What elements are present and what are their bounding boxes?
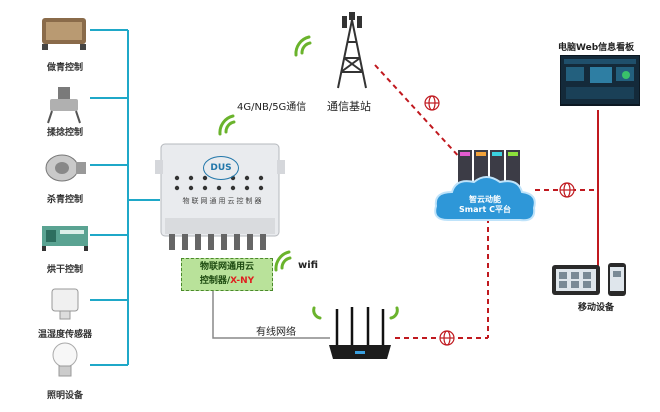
cloud-line1: 智云动能 bbox=[469, 195, 501, 204]
mobile-devices-icon bbox=[552, 263, 626, 296]
cloud-line2: Smart C平台 bbox=[459, 205, 511, 214]
cellular-label: 4G/NB/5G通信 bbox=[237, 102, 307, 113]
device-label: 温湿度传感器 bbox=[37, 330, 92, 340]
wired-label: 有线网络 bbox=[256, 327, 296, 338]
rolling-machine-icon bbox=[47, 87, 81, 124]
device-label: 烘干控制 bbox=[46, 265, 83, 275]
light-bulb-icon bbox=[52, 342, 78, 377]
base-station-label: 通信基站 bbox=[327, 100, 371, 113]
device-bus bbox=[90, 29, 160, 366]
rocking-machine-icon bbox=[42, 18, 86, 50]
wired-line bbox=[212, 288, 330, 339]
controller-tag-line1: 物联网通用云 bbox=[199, 262, 254, 272]
wifi-signal-icon bbox=[312, 306, 399, 320]
device-label: 照明设备 bbox=[46, 391, 83, 401]
controller-model-code: X-NY bbox=[230, 276, 255, 286]
device-label: 杀青控制 bbox=[46, 195, 83, 205]
mobile-label: 移动设备 bbox=[578, 303, 615, 313]
dryer-machine-icon bbox=[42, 226, 88, 251]
fixing-machine-icon bbox=[45, 154, 86, 182]
cell-tower-icon bbox=[337, 12, 367, 89]
controller-tag-prefix: 控制器/ bbox=[199, 276, 231, 286]
wifi-signal-icon bbox=[274, 250, 292, 272]
globe-icon bbox=[559, 182, 575, 198]
cloud-platform-icon bbox=[434, 150, 536, 222]
globe-icon bbox=[424, 95, 440, 111]
device-label: 做青控制 bbox=[46, 63, 83, 73]
sensor-box-icon bbox=[51, 288, 79, 320]
wifi-signal-icon bbox=[218, 114, 236, 136]
web-dashboard-screen bbox=[560, 55, 640, 106]
globe-icon bbox=[439, 330, 455, 346]
router-icon bbox=[329, 307, 391, 359]
controller-logo: DUS bbox=[203, 156, 239, 180]
cloud-platform-name: 智云动能 Smart C平台 bbox=[440, 195, 530, 215]
controller-model-tag: 物联网通用云 控制器/X-NY bbox=[181, 258, 273, 291]
client-links bbox=[570, 110, 599, 286]
web-board-label: 电脑Web信息看板 bbox=[558, 43, 635, 53]
controller-panel-text: 物联网通用云控制器 bbox=[182, 197, 264, 205]
wifi-signal-icon bbox=[294, 35, 312, 57]
device-label: 揉捻控制 bbox=[46, 128, 83, 138]
controller-device bbox=[155, 143, 285, 250]
controller-tag-line2: 控制器/X-NY bbox=[182, 274, 272, 288]
wifi-label: wifi bbox=[298, 260, 319, 271]
